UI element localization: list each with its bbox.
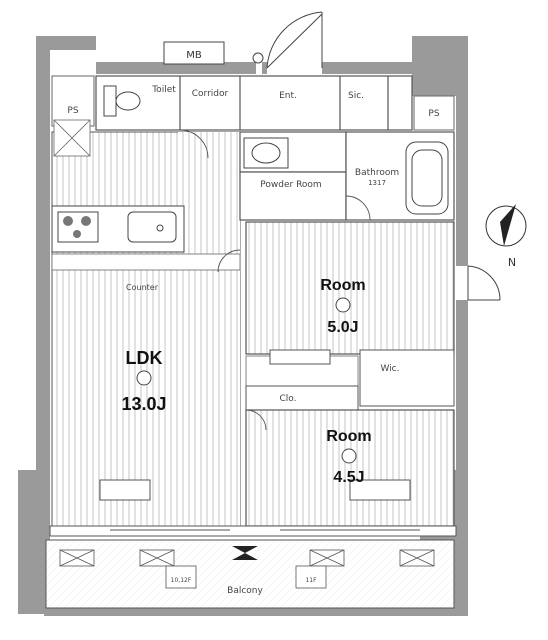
bathroom-label: Bathroom bbox=[355, 168, 399, 178]
room1-name: Room bbox=[320, 277, 365, 294]
entrance-label: Ent. bbox=[279, 91, 297, 101]
wic-area bbox=[359, 349, 455, 407]
counter-strip bbox=[51, 253, 241, 271]
closet-label: Clo. bbox=[280, 394, 297, 404]
ldk-size: 13.0J bbox=[121, 394, 166, 414]
room2-size: 4.5J bbox=[333, 469, 364, 486]
drain-boxes bbox=[59, 549, 435, 567]
balcony-floor bbox=[45, 539, 455, 609]
room1-light-icon bbox=[335, 297, 351, 313]
interior-outline bbox=[95, 75, 413, 131]
room2-light-icon bbox=[341, 448, 357, 464]
mb-box: MB bbox=[163, 41, 225, 65]
shoe-closet-label: Sic. bbox=[348, 91, 364, 101]
ps-box-right bbox=[413, 95, 455, 131]
wic-label: Wic. bbox=[380, 364, 399, 374]
stand-label-left: 10,12F bbox=[171, 577, 192, 584]
meter-icon bbox=[252, 52, 264, 64]
north-label: N bbox=[508, 256, 516, 269]
room-5j-floor bbox=[245, 221, 455, 355]
corridor-floor bbox=[178, 132, 240, 526]
room-4j-floor bbox=[245, 409, 455, 527]
window-sills bbox=[99, 349, 411, 501]
mb-label: MB bbox=[186, 50, 202, 61]
entrance-door[interactable] bbox=[266, 11, 323, 69]
stand-label-right: 11F bbox=[305, 577, 317, 584]
closet-area bbox=[245, 385, 359, 411]
toilet-label: Toilet bbox=[151, 85, 176, 95]
bathroom-code: 1317 bbox=[368, 179, 386, 187]
toilet-icon bbox=[103, 85, 141, 117]
ldk-light-icon bbox=[136, 370, 152, 386]
bathtub-icon bbox=[405, 141, 449, 215]
south-windows bbox=[49, 525, 457, 537]
room2-name: Room bbox=[326, 428, 371, 445]
balcony-label: Balcony bbox=[227, 586, 263, 596]
room1-size: 5.0J bbox=[327, 319, 358, 336]
hatch-icon bbox=[232, 546, 258, 560]
counter-label: Counter bbox=[126, 283, 159, 292]
washbasin-icon bbox=[243, 137, 289, 169]
kitchen-counter bbox=[51, 205, 185, 253]
stand-boxes bbox=[165, 565, 327, 589]
north-compass-icon bbox=[485, 204, 527, 247]
ps-label-left: PS bbox=[67, 106, 78, 116]
interior-doors bbox=[179, 129, 371, 431]
east-door[interactable] bbox=[467, 265, 501, 301]
corridor-label: Corridor bbox=[192, 89, 229, 99]
powder-room-label: Powder Room bbox=[260, 180, 321, 190]
ldk-name: LDK bbox=[126, 348, 163, 368]
storage-box bbox=[53, 119, 91, 157]
ps-box-left bbox=[51, 75, 95, 127]
ps-label-right: PS bbox=[428, 109, 439, 119]
